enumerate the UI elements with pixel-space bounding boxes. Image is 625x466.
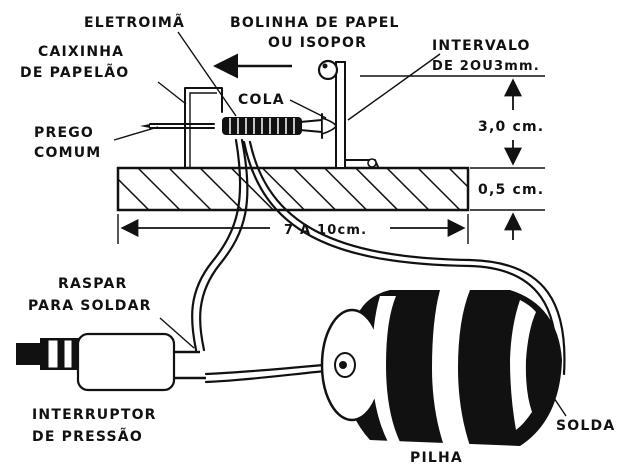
label-caixinha-1: CAIXINHA	[38, 44, 124, 60]
dimension-width-base	[117, 214, 469, 244]
paper-ball	[317, 59, 339, 81]
label-height-coil: 3,0 cm.	[478, 119, 544, 135]
label-pilha: PILHA	[410, 450, 463, 466]
label-interruptor-2: DE PRESSÃO	[32, 428, 143, 445]
label-raspar-1: RASPAR	[58, 276, 128, 292]
dimension-height-coil	[360, 75, 545, 166]
label-cola: COLA	[238, 92, 285, 108]
label-prego-2: COMUM	[34, 145, 101, 161]
coil-wires	[191, 138, 566, 384]
label-solda: SOLDA	[556, 418, 615, 434]
label-width-base: 7 A 10cm.	[284, 223, 367, 238]
dimension-height-base	[470, 167, 545, 240]
pressure-switch	[16, 332, 206, 392]
label-eletroima: ELETROIMÃ	[84, 14, 185, 31]
label-prego-1: PREGO	[34, 125, 94, 141]
label-interruptor-1: INTERRUPTOR	[32, 407, 157, 423]
label-intervalo-2: DE 2OU3mm.	[432, 59, 540, 74]
metal-strip	[335, 61, 379, 169]
label-bolinha-2: OU ISOPOR	[268, 35, 367, 51]
glue-spot	[321, 116, 337, 136]
label-height-base: 0,5 cm.	[478, 182, 544, 198]
wooden-base	[116, 166, 470, 212]
label-bolinha-1: BOLINHA DE PAPEL	[230, 15, 400, 31]
label-raspar-2: PARA SOLDAR	[28, 298, 152, 314]
leader-lines	[113, 31, 567, 417]
label-intervalo-1: INTERVALO	[432, 38, 531, 54]
battery	[320, 290, 562, 446]
label-caixinha-2: DE PAPELÃO	[20, 64, 129, 81]
electromagnet-coil	[222, 117, 302, 135]
